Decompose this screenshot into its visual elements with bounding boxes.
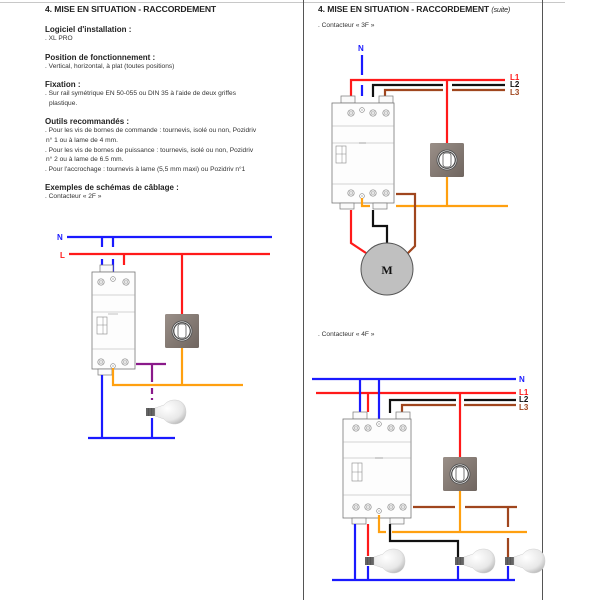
wire-label-l3: L3 [510,88,520,97]
diagram-4f: N L1 L2 L3 [312,375,546,582]
diagram-caption-2f: . Contacteur « 2F » [45,193,102,201]
section-text: . Sur rail symétrique EN 50-055 ou DIN 3… [45,90,236,98]
switch-3f [429,142,465,178]
section-text: . Vertical, horizontal, à plat (toutes p… [45,62,175,70]
section-heading: Exemples de schémas de câblage : [45,183,179,193]
wire-label-n: N [519,375,525,384]
column-divider [303,0,304,600]
motor [360,242,414,296]
section-text: plastique. [49,99,78,107]
left-column: 4. MISE EN SITUATION - RACCORDEMENT Logi… [45,4,295,202]
top-rule [0,2,565,3]
contactor-3f [331,95,395,210]
wire-label-n: N [57,233,63,242]
section-heading: Fixation : [45,80,81,90]
section-text: n° 2 ou à lame de 6.5 mm. [46,156,124,164]
right-border [542,0,543,600]
wire-label-l3: L3 [519,403,529,412]
diagram-3f: N L1 L2 L3 [331,44,520,296]
page-title-right: 4. MISE EN SITUATION - RACCORDEMENT (sui… [318,4,511,14]
page-title-left: 4. MISE EN SITUATION - RACCORDEMENT [45,4,217,14]
wire-label-l1: L1 [519,388,529,397]
section-heading: Outils recommandés : [45,117,130,127]
motor-label: M [381,263,392,277]
right-column-header: 4. MISE EN SITUATION - RACCORDEMENT (sui… [318,4,548,31]
lamp-4f-3 [504,548,546,574]
section-text: n° 1 ou à lame de 4 mm. [46,136,118,144]
wire-label-l1: L1 [510,73,520,82]
lamp-4f-1 [364,548,406,574]
switch-4f [442,456,478,492]
wire-label-l: L [60,251,65,260]
lamp-4f-2 [454,548,496,574]
switch-2f [164,313,200,349]
contactor-4f [342,411,412,525]
wire-label-l2: L2 [519,395,529,404]
diagram-caption-3f: . Contacteur « 3F » [318,22,375,29]
section-text: . XL PRO [45,35,73,42]
wire-label-n: N [358,44,364,53]
section-text: . Pour l'accrochage : tournevis à lame (… [45,165,246,173]
wire-label-l2: L2 [510,80,520,89]
section-text: . Pour les vis de bornes de puissance : … [45,146,254,154]
section-text: . Pour les vis de bornes de commande : t… [45,127,257,135]
diagram-2f: N L [57,233,272,440]
contactor-2f [91,264,136,376]
section-heading: Position de fonctionnement : [45,52,156,62]
diagram-caption-4f: . Contacteur « 4F » [318,331,375,338]
section-heading: Logiciel d'installation : [45,25,132,34]
